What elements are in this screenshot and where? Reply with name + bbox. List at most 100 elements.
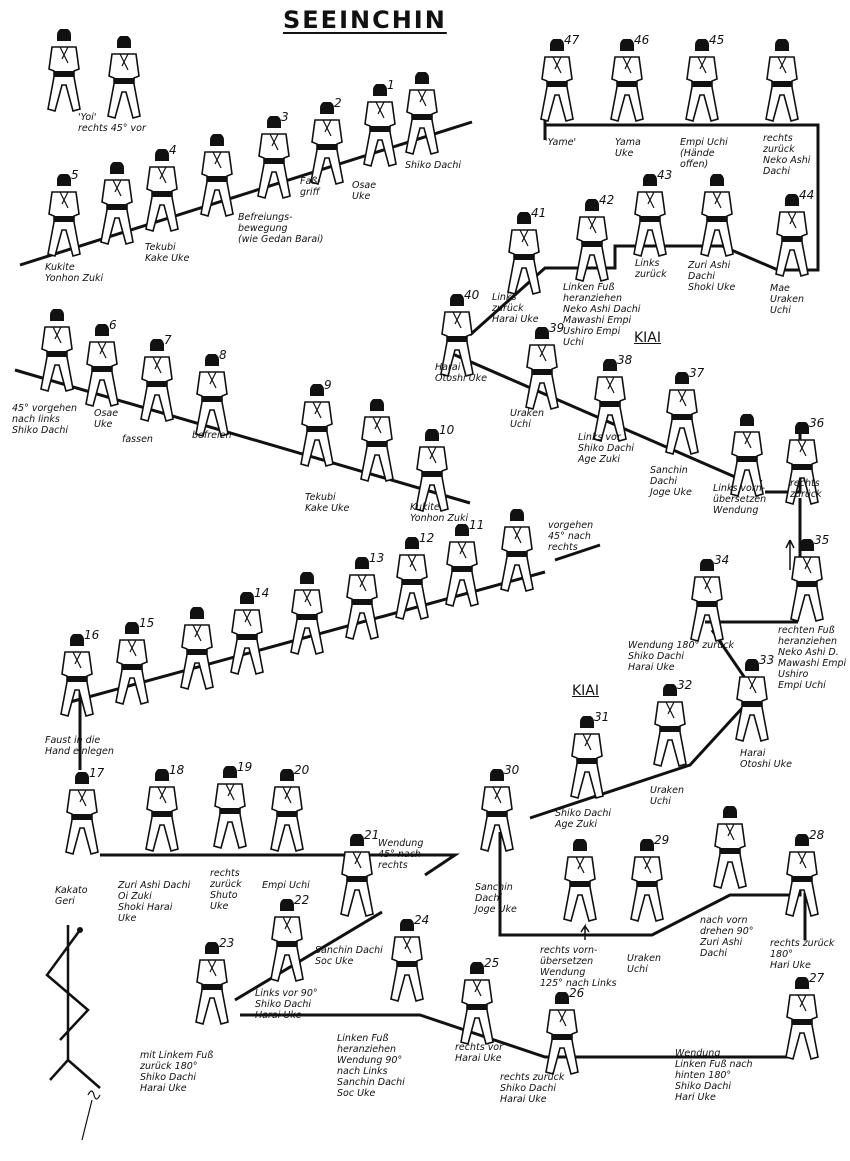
karateka-figure-icon — [785, 833, 819, 917]
karateka-figure — [628, 173, 672, 260]
karateka-figure — [358, 83, 402, 170]
karateka-figure — [535, 38, 579, 125]
karateka-figure-icon — [730, 413, 764, 497]
move-label: Links vor 90° Shiko Dachi Harai Uke — [255, 988, 318, 1021]
move-number: 20 — [294, 763, 310, 777]
move-number: 44 — [799, 188, 815, 202]
move-number: 38 — [617, 353, 633, 367]
move-number: 41 — [531, 206, 547, 220]
karateka-figure — [390, 536, 434, 623]
karateka-figure-icon — [575, 198, 609, 282]
karateka-figure-icon — [460, 961, 494, 1045]
move-label: Links vor Shiko Dachi Age Zuki — [578, 432, 635, 465]
karateka-figure-icon — [735, 658, 769, 742]
karateka-figure — [80, 323, 124, 410]
karateka-figure — [295, 383, 339, 470]
karateka-figure-icon — [700, 173, 734, 257]
karateka-figure — [225, 591, 269, 678]
karateka-figure-icon — [85, 323, 119, 407]
move-label: Mae Uraken Uchi — [770, 283, 805, 316]
karateka-figure-icon — [525, 326, 559, 410]
karateka-figure — [730, 658, 774, 745]
karateka-figure — [55, 633, 99, 720]
karateka-figure — [502, 211, 546, 298]
karateka-figure-icon — [630, 838, 664, 922]
karateka-figure-icon — [115, 621, 149, 705]
move-number: 42 — [599, 193, 615, 207]
move-number: 7 — [164, 333, 172, 347]
move-label: 'Yoi' rechts 45° vor — [78, 112, 146, 134]
move-label: Links zurück Harai Uke — [492, 292, 539, 325]
move-label: nach vorn drehen 90° Zuri Ashi Dachi — [700, 915, 754, 959]
move-label: Kakato Geri — [55, 885, 88, 907]
karateka-figure — [265, 768, 309, 855]
move-label: Linken Fuß heranziehen Wendung 90° nach … — [337, 1033, 405, 1099]
move-label: rechten Fuß heranziehen Neko Ashi D. Maw… — [778, 625, 847, 691]
move-number: 5 — [71, 168, 79, 182]
karateka-figure-icon — [180, 606, 214, 690]
karateka-figure — [780, 976, 824, 1063]
karateka-figure — [385, 918, 429, 1005]
karateka-figure-icon — [47, 173, 81, 257]
move-label: Osae Uke — [352, 180, 377, 202]
karateka-figure-icon — [360, 398, 394, 482]
move-label: Kukite Yonhon Zuki — [410, 502, 469, 524]
karateka-figure-icon — [570, 715, 604, 799]
karateka-figure-icon — [213, 765, 247, 849]
karateka-figure — [265, 898, 309, 985]
karateka-figure — [520, 326, 564, 413]
move-number: 9 — [324, 378, 332, 392]
karateka-figure — [110, 621, 154, 708]
karateka-figure — [195, 133, 239, 220]
embusen-symbol — [45, 925, 101, 1089]
move-label: Sanchin Dachi Soc Uke — [315, 945, 383, 967]
karateka-figure — [605, 38, 649, 125]
karateka-figure-icon — [540, 38, 574, 122]
move-number: 19 — [237, 760, 253, 774]
move-label: Yama Uke — [615, 137, 641, 159]
karateka-figure — [708, 805, 752, 892]
karateka-figure — [785, 538, 829, 625]
move-label: fassen — [122, 434, 153, 445]
move-label: rechts zurück — [790, 478, 822, 500]
move-number: 12 — [419, 531, 435, 545]
karateka-figure-icon — [40, 308, 74, 392]
move-label: Zuri Ashi Dachi Shoki Uke — [688, 260, 736, 293]
karateka-figure — [135, 338, 179, 425]
move-number: 11 — [469, 518, 485, 532]
karateka-figure — [685, 558, 729, 645]
karateka-figure-icon — [395, 536, 429, 620]
karateka-figure — [558, 838, 602, 925]
karateka-figure — [355, 398, 399, 485]
move-label: Kukite Yonhon Zuki — [45, 262, 104, 284]
move-label: Harai Otoshi Uke — [740, 748, 792, 770]
move-number: 28 — [809, 828, 825, 842]
karateka-figure-icon — [765, 38, 799, 122]
karateka-figure-icon — [65, 771, 99, 855]
karateka-figure-icon — [775, 193, 809, 277]
karateka-figure — [400, 71, 444, 158]
move-number: 21 — [364, 828, 380, 842]
karateka-figure-icon — [47, 28, 81, 112]
move-number: 22 — [294, 893, 310, 907]
move-label: Befreiungs- bewegung (wie Gedan Barai) — [238, 212, 324, 245]
karateka-figure — [725, 413, 769, 500]
karateka-figure-icon — [390, 918, 424, 1002]
move-label: Sanchin Dachi Joge Uke — [650, 465, 692, 498]
move-number: 43 — [657, 168, 673, 182]
karateka-figure — [435, 293, 479, 380]
karateka-figure — [770, 193, 814, 280]
move-number: 36 — [809, 416, 825, 430]
move-number: 37 — [689, 366, 705, 380]
move-label: Faß- griff — [300, 176, 321, 198]
karateka-figure-icon — [785, 976, 819, 1060]
move-label: Faust in die Hand einlegen — [45, 735, 114, 757]
karateka-figure — [140, 768, 184, 855]
move-number: 17 — [89, 766, 105, 780]
karateka-figure — [35, 308, 79, 395]
kata-title: SEEINCHIN — [283, 6, 447, 34]
karateka-figure-icon — [545, 991, 579, 1075]
karateka-figure — [410, 428, 454, 515]
karateka-figure-icon — [140, 338, 174, 422]
